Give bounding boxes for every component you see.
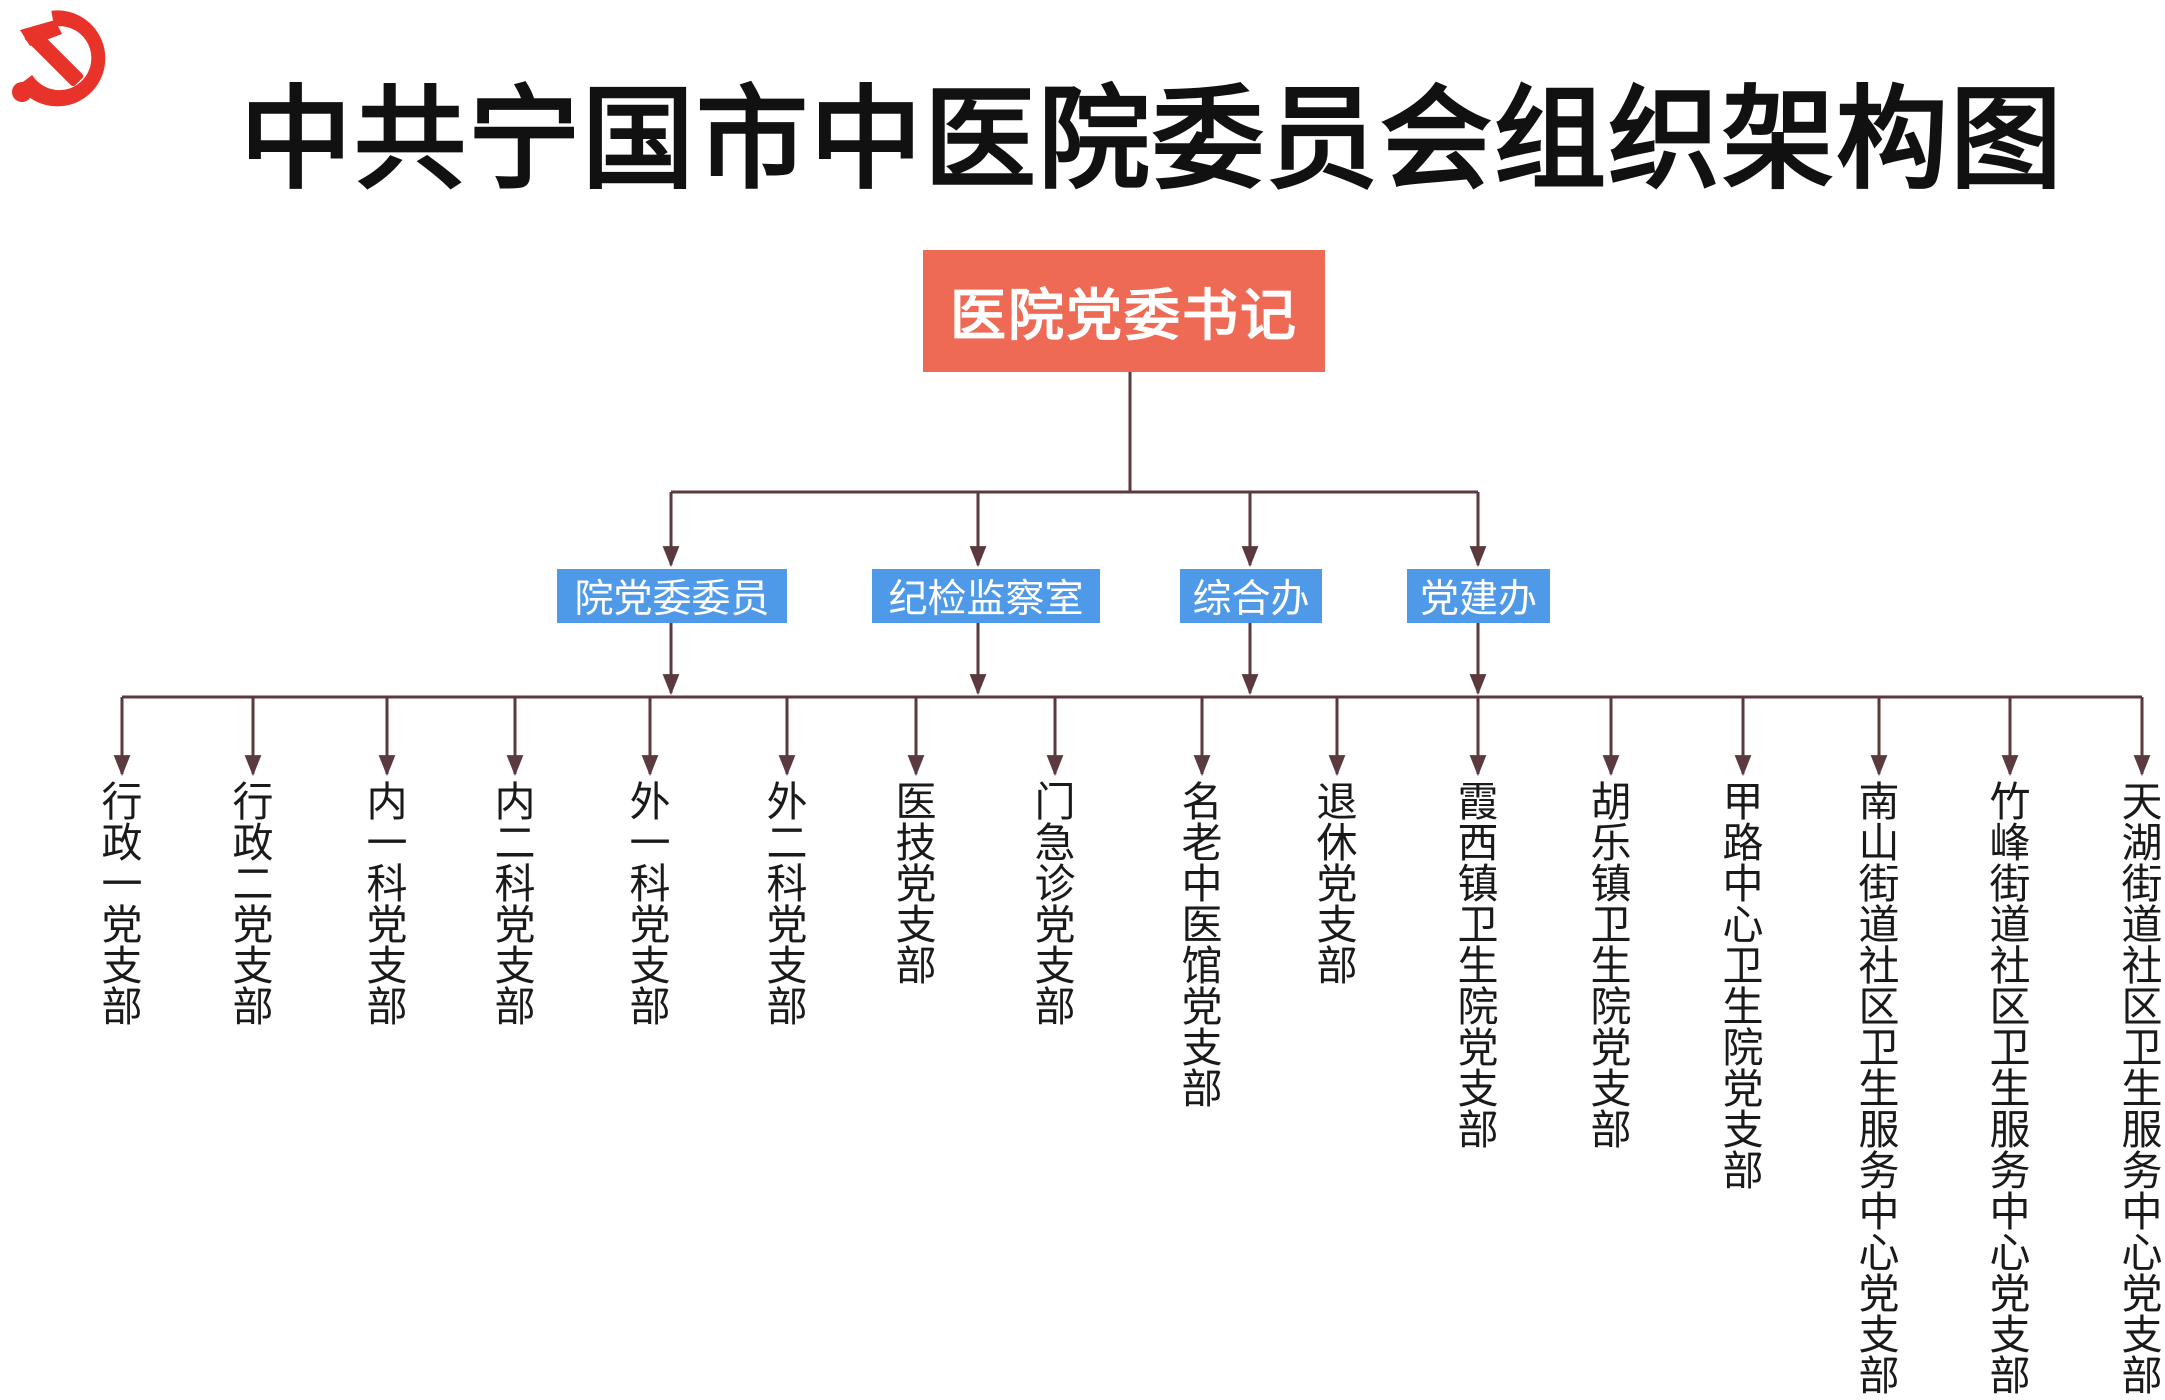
branch-14: 南山街道社区卫生服务中心党支部	[1858, 778, 1900, 1400]
party-building-office-box: 党建办	[1407, 569, 1550, 623]
branch-4: 内二科党支部	[494, 778, 536, 1031]
party-secretary-box: 医院党委书记	[923, 250, 1325, 372]
branch-3: 内一科党支部	[366, 778, 408, 1031]
branch-13: 甲路中心卫生院党支部	[1722, 778, 1764, 1195]
branch-9: 名老中医馆党支部	[1181, 778, 1223, 1113]
branch-8: 门急诊党支部	[1034, 778, 1076, 1031]
branch-1: 行政一党支部	[101, 778, 143, 1031]
branch-12: 胡乐镇卫生院党支部	[1590, 778, 1632, 1154]
branch-15: 竹峰街道社区卫生服务中心党支部	[1989, 778, 2031, 1400]
branch-7: 医技党支部	[895, 778, 937, 990]
branch-16: 天湖街道社区卫生服务中心党支部	[2121, 778, 2163, 1400]
party-emblem-icon	[12, 10, 106, 107]
committee-members-box: 院党委委员	[557, 569, 787, 623]
discipline-inspection-box: 纪检监察室	[872, 569, 1100, 623]
branch-2: 行政二党支部	[232, 778, 274, 1031]
branch-6: 外二科党支部	[766, 778, 808, 1031]
general-office-box: 综合办	[1180, 569, 1322, 623]
branch-5: 外一科党支部	[629, 778, 671, 1031]
page-title: 中共宁国市中医院委员会组织架构图	[240, 75, 2064, 205]
branch-10: 退休党支部	[1316, 778, 1358, 990]
branch-11: 霞西镇卫生院党支部	[1457, 778, 1499, 1154]
